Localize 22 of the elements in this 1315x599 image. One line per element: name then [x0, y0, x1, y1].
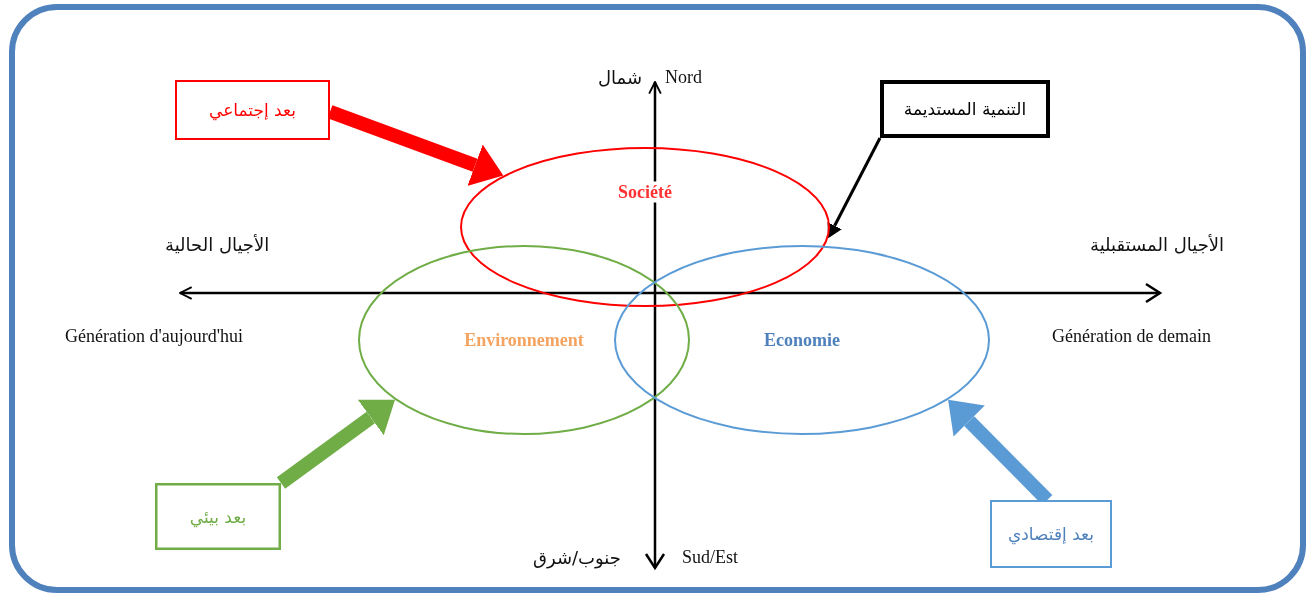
box-label: التنمية المستديمة	[903, 99, 1027, 119]
text-box	[990, 500, 1112, 568]
arrow	[276, 399, 395, 489]
axis-label: Sud/Est	[682, 547, 738, 568]
box-label: بعد بيئي	[189, 506, 247, 527]
ellipse	[614, 245, 990, 435]
box-label: بعد إجتماعي	[209, 100, 296, 120]
arrow	[827, 137, 882, 239]
ellipse	[460, 147, 830, 307]
text-box	[155, 483, 281, 550]
text-box	[175, 80, 330, 140]
circle-label: Société	[615, 181, 675, 203]
axis-label: Génération d'aujourd'hui	[65, 326, 243, 347]
axis-label: جنوب/شرق	[533, 547, 621, 568]
ellipse	[358, 245, 690, 435]
axis-label: الأجيال المستقبلية	[1090, 234, 1225, 255]
axis-label: Génération de demain	[1052, 326, 1211, 347]
axis-label: الأجيال الحالية	[165, 234, 270, 255]
text-box	[880, 80, 1050, 138]
axis-label: شمال	[598, 67, 643, 88]
box-label: بعد إقتصادي	[1008, 524, 1094, 544]
axis-label: Nord	[665, 67, 702, 88]
